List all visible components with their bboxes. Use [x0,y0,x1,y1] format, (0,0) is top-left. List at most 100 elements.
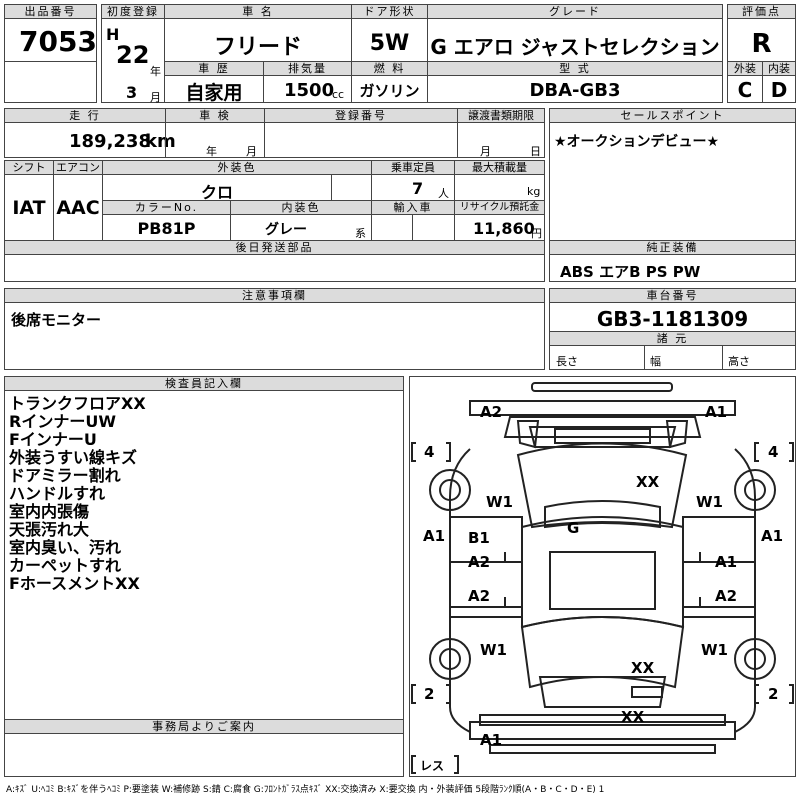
shift: IAT [12,197,46,219]
capacity-unit: 人 [438,187,449,200]
sales-point-box: セールスポイント ★オークションデビュー★ [549,108,796,241]
legend: A:ｷｽﾞ U:ﾍｺﾐ B:ｷｽﾞを伴うﾍｺﾐ P:要塗装 W:補修跡 S:錆 … [6,785,605,795]
inspector-remark: トランクフロアXX [9,394,146,413]
int-color-label: 内装色 [231,201,371,215]
history-box: 車 歴 自家用 [164,61,264,104]
later-parts-box: 後日発送部品 [4,240,545,282]
damage-mark: W1 [696,493,723,511]
era: H [106,25,120,44]
inspector-remark: 天張汚れ大 [9,520,90,539]
damage-mark: A1 [480,731,502,749]
displacement-box: 排気量 1500 cc [263,61,352,103]
damage-mark: G [567,519,579,537]
chassis-label: 車台番号 [550,289,795,303]
int-color-unit: 系 [355,227,366,240]
car-name: フリード [213,35,302,60]
inspector-remark: 室内内張傷 [9,502,90,521]
transfer-label: 譲渡書類期限 [458,109,544,123]
lot-empty-box [4,61,97,103]
damage-mark: A2 [480,403,502,421]
registration-box: 登録番号 [264,108,458,158]
sales-point: ★オークションデビュー★ [554,134,720,150]
damage-mark: A2 [468,587,490,605]
registration-label: 登録番号 [265,109,457,123]
door-type: 5W [369,31,410,56]
interior-box: 内装 D [762,61,796,103]
ac-label: エアコン [54,161,102,175]
import-label: 輸入車 [372,201,454,215]
mileage: 189,238 [69,131,151,152]
score-label: 評価点 [728,5,795,19]
reg-year: 22 [116,41,150,69]
tire-front-left: 4 [424,443,434,461]
tire-front-right: 4 [768,443,778,461]
capacity-box: 乗車定員 7 人 [371,160,455,201]
reg-month: 3 [126,83,138,102]
mileage-unit: km [145,131,176,152]
exterior-label: 外装 [728,62,762,76]
ac-box: エアコン AAC [53,160,103,241]
transfer-month-unit: 月 [480,145,491,158]
model-label: 型 式 [428,62,722,76]
recycle-box: リサイクル預託金 11,860 円 [454,200,545,241]
exterior-box: 外装 C [727,61,763,103]
damage-mark: A2 [468,553,490,571]
first-registration-box: 初度登録 H 22 年 3 月 [101,4,165,104]
damage-mark: W1 [486,493,513,511]
chassis-number: GB3-1181309 [596,307,749,331]
sales-point-label: セールスポイント [550,109,795,123]
equipment-label: 純正装備 [550,241,795,255]
equipment: ABS エアB PS PW [560,263,701,281]
color-no: PB81P [137,219,196,238]
fuel-label: 燃 料 [352,62,427,76]
damage-mark: W1 [480,641,507,659]
damage-mark: B1 [468,529,490,547]
int-color-box: 内装色 グレー 系 [230,200,372,241]
inspector-remark: ハンドルすれ [9,484,106,503]
tire-rear-left: 2 [424,685,434,703]
lot-label: 出品番号 [5,5,96,19]
inspector-remark: FホースメントXX [9,574,140,593]
color-label: 外装色 [103,161,371,175]
displacement-label: 排気量 [264,62,351,76]
height-label: 高さ [728,355,750,368]
mileage-label: 走 行 [5,109,165,123]
inspection-year-unit: 年 [206,145,217,158]
damage-mark: A2 [715,587,737,605]
color-no-label: カラーNo. [103,201,230,215]
spare-tire: レス [420,759,444,773]
interior-grade: D [770,78,788,102]
inspection-month-unit: 月 [246,145,257,158]
car-name-box: 車 名 フリード [164,4,352,62]
inspection-label: 車 検 [166,109,264,123]
chassis-box: 車台番号 GB3-1181309 諸 元 長さ 幅 高さ [549,288,796,370]
office-label: 事務局よりご案内 [5,720,403,734]
fuel-box: 燃 料 ガソリン [351,61,428,103]
displacement: 1500 [284,80,335,101]
notes-box: 注意事項欄 後席モニター [4,288,545,370]
inspector-remark: RインナーUW [9,412,116,431]
tire-rear-right: 2 [768,685,778,703]
dims-label: 諸 元 [550,331,795,346]
lot-box: 出品番号 7053 [4,4,97,62]
recycle-label: リサイクル預託金 [455,201,544,215]
int-color: グレー [265,222,307,238]
office-box: 事務局よりご案内 [4,719,404,777]
grade-box: グレード G エアロ ジャストセレクション [427,4,723,62]
later-parts-label: 後日発送部品 [5,241,544,255]
shift-box: シフト IAT [4,160,54,241]
notes: 後席モニター [11,311,102,329]
inspector-remark: ドアミラー割れ [9,466,121,485]
damage-mark: A1 [761,527,783,545]
import-box: 輸入車 [371,200,455,241]
load-label: 最大積載量 [455,161,544,175]
transfer-day-unit: 日 [530,145,541,158]
damage-mark: XX [621,708,645,726]
model: DBA-GB3 [529,80,621,101]
length-label: 長さ [556,355,578,368]
load-box: 最大積載量 kg [454,160,545,201]
door-box: ドア形状 5W [351,4,428,62]
fuel: ガソリン [359,82,420,100]
